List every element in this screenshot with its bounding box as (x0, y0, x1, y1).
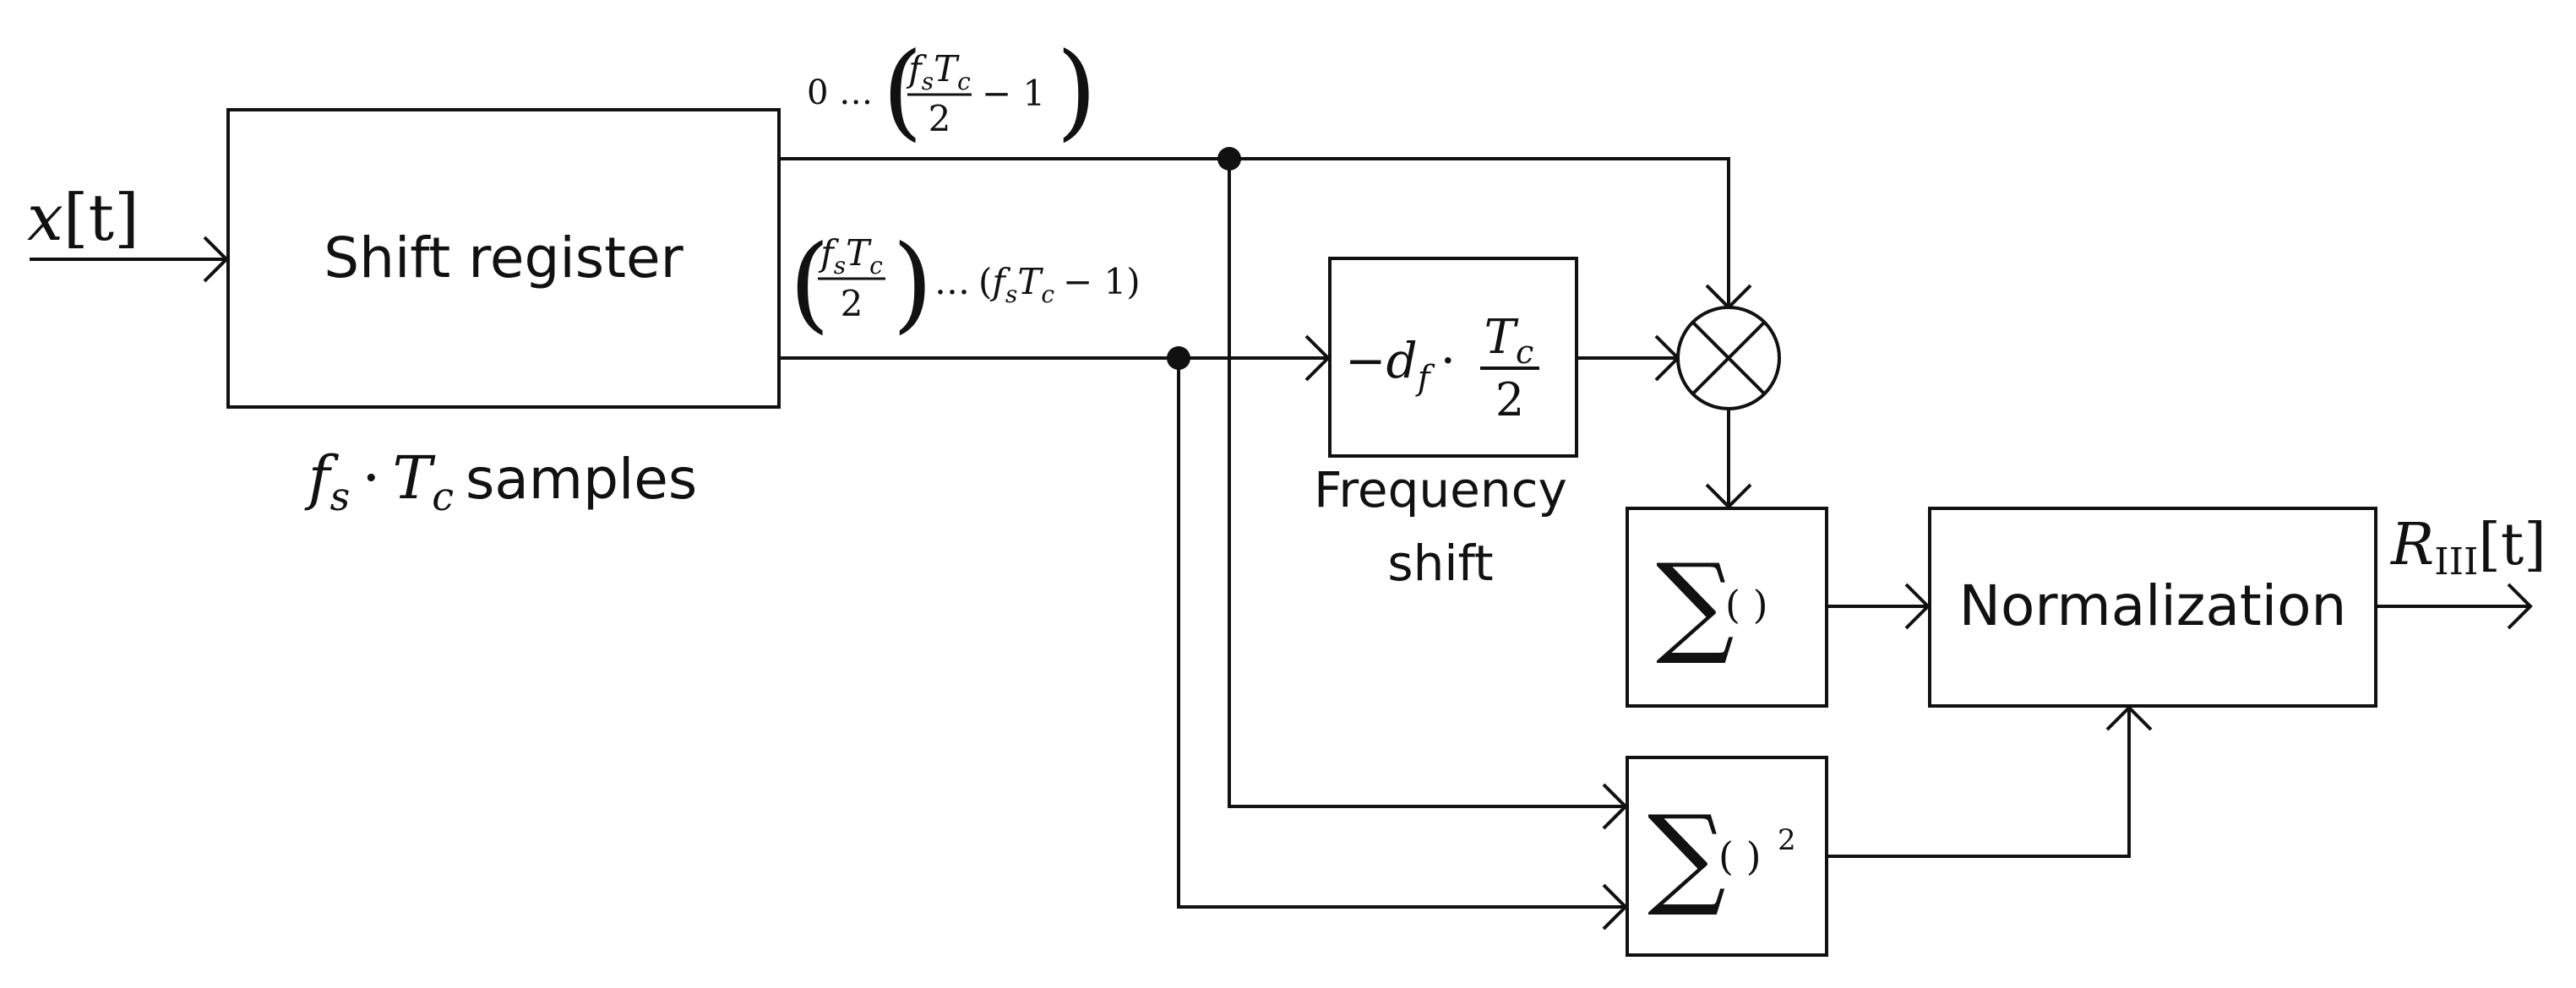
shift-register-box (226, 108, 781, 409)
lower-branch-wire (1177, 358, 1626, 909)
lower-tap-label: ( fsTc 2 ) …(fsTc− 1) (789, 223, 1141, 345)
sum-sigma-icon: ∑ (1656, 540, 1735, 668)
upper-tap-frac-den: 2 (929, 98, 951, 139)
upper-tap-tail: − 1 (982, 73, 1045, 114)
frequency-shift-expr-num: Tc (1484, 310, 1534, 371)
wires (30, 147, 2533, 931)
sum-squares-sigma-icon: ∑ (1647, 791, 1726, 920)
upper-tap-prefix: 0 … (807, 73, 873, 112)
lower-tap-frac-den: 2 (841, 283, 863, 324)
sum-squares-power: 2 (1778, 823, 1796, 857)
frequency-shift-caption-line1: Frequency (1314, 461, 1567, 518)
sum-box (1626, 507, 1828, 708)
upper-tap-lparen: ( (882, 30, 923, 152)
normalization-box (1928, 507, 2377, 708)
input-signal-label: x[t] (27, 180, 139, 255)
output-arrowhead (2507, 583, 2533, 630)
sum-block: ∑ ( ) (1626, 507, 1828, 708)
normalization-label: Normalization (1959, 573, 2347, 638)
upper-tap-frac-num: fsTc (906, 48, 971, 95)
normalization-block: Normalization (1928, 507, 2377, 708)
upper-tap-wire (779, 157, 1730, 307)
frequency-shift-block: −df· Tc 2 (1328, 257, 1578, 458)
sumsq-to-norm-wire (1827, 708, 2131, 858)
output-signal-label: RIII[t] (2389, 512, 2546, 584)
lower-tap-frac-num: fsTc (818, 232, 883, 280)
sum-squares-block: ∑ ( ) 2 (1626, 756, 1828, 957)
frequency-shift-box (1328, 257, 1578, 458)
frequency-shift-expr-den: 2 (1495, 373, 1524, 426)
lower-tap-lparen: ( (789, 223, 830, 345)
upper-tap-label: 0 … ( fsTc 2 − 1 ) (807, 30, 1097, 152)
sum-paren: ( ) (1725, 582, 1768, 627)
upper-tap-rparen: ) (1056, 30, 1097, 152)
upper-branch-wire (1228, 159, 1626, 808)
frequency-shift-caption-line2: shift (1387, 535, 1493, 592)
multiplier-cross-b (1691, 321, 1766, 395)
lower-tap-range: …(fsTc− 1) (934, 261, 1141, 308)
shift-register-block: Shift register (226, 108, 781, 409)
shift-register-label: Shift register (324, 225, 683, 290)
multiplier-node (1676, 306, 1781, 410)
sum-squares-paren: ( ) (1718, 833, 1762, 879)
sum-squares-box (1626, 756, 1828, 957)
lower-tap-rparen: ) (892, 223, 933, 345)
